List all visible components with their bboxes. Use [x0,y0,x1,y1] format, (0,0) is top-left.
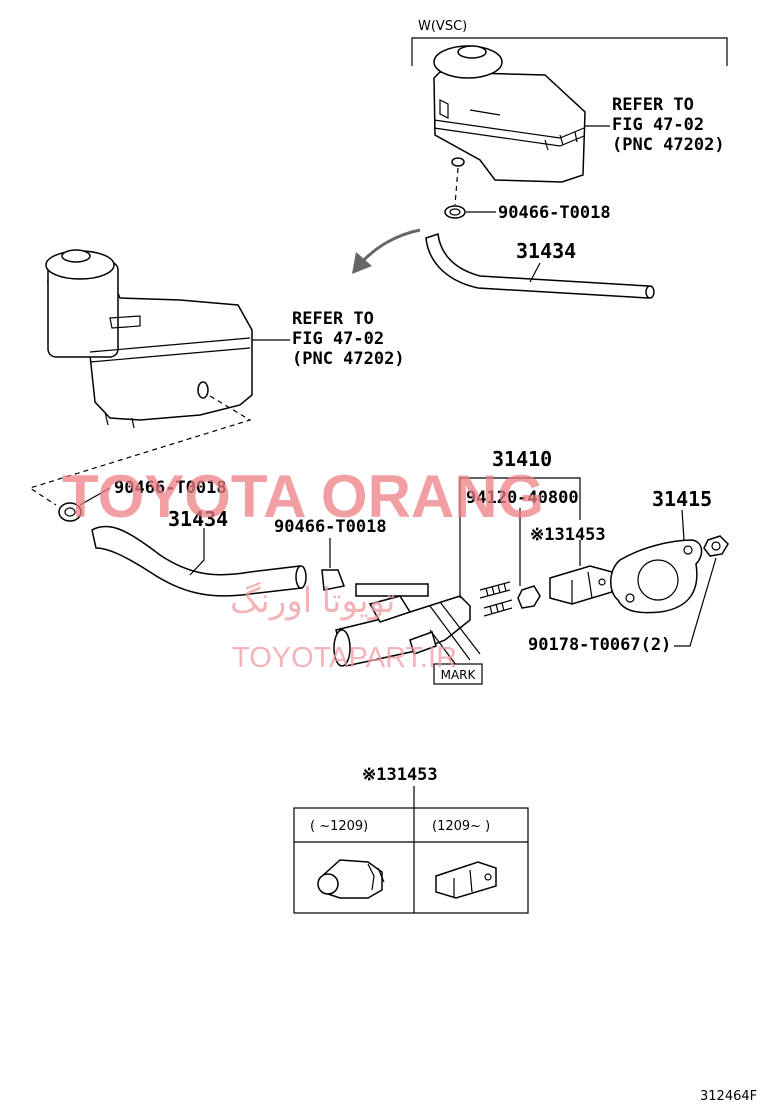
gasket-icon [610,539,703,614]
part-number-clevis: ※131453 [530,525,606,545]
detail-title: ※131453 [362,765,438,785]
part-number-clip-mid: 90466-T0018 [274,517,387,537]
mark-label: MARK [441,668,477,682]
watermark-sub: TOYOTAPART.IR [232,642,457,674]
reservoir-top [433,45,586,183]
direction-arrow-icon [352,228,421,274]
part-number-gasket: 31415 [652,487,712,511]
variant-label: W(VSC) [418,19,467,34]
hose-left-icon [91,525,307,597]
master-cylinder-icon [333,583,481,667]
svg-text:REFER TO: REFER TO [612,95,694,115]
clip-top-icon [444,205,496,219]
part-number-bolt: 94120-40800 [466,488,579,508]
flange-nut-icon [703,535,729,557]
clevis-icon [549,565,613,605]
clevis-new-icon [435,861,497,899]
refer-note-left: REFER TO FIG 47-02 (PNC 47202) [252,309,405,369]
detail-col-2: (1209~ ) [432,819,490,834]
reservoir-left [45,249,253,429]
svg-text:FIG 47-02: FIG 47-02 [292,329,384,349]
svg-text:(PNC 47202): (PNC 47202) [292,349,405,369]
clip-left-icon [58,487,111,522]
part-number-master-cylinder: 31410 [492,447,552,471]
part-number-clip-top: 90466-T0018 [498,203,611,223]
refer-note-top: REFER TO FIG 47-02 (PNC 47202) [584,95,725,155]
nut-icon [517,585,541,609]
hose-top-icon [425,232,655,299]
part-number-hose-top: 31434 [516,239,576,263]
part-number-nut: 90178-T0067(2) [528,635,671,655]
variant-bracket: W(VSC) [411,19,728,66]
stud-bolt-icon [479,581,513,617]
clevis-old-icon [317,859,385,899]
watermark-main: TOYOTA ORANG [62,463,544,530]
clip-mid-icon [321,538,346,591]
mark-box [433,663,483,685]
part-number-hose-left: 31434 [168,507,228,531]
detail-table: ( ~1209) (1209~ ) [293,807,529,914]
svg-text:FIG 47-02: FIG 47-02 [612,115,704,135]
svg-text:(PNC 47202): (PNC 47202) [612,135,725,155]
figure-code: 312464F [700,1089,757,1104]
detail-col-1: ( ~1209) [310,819,368,834]
part-number-clip-left: 90466-T0018 [114,478,227,498]
svg-text:REFER TO: REFER TO [292,309,374,329]
watermark-persian: تویوتا اورنگ [230,581,396,621]
